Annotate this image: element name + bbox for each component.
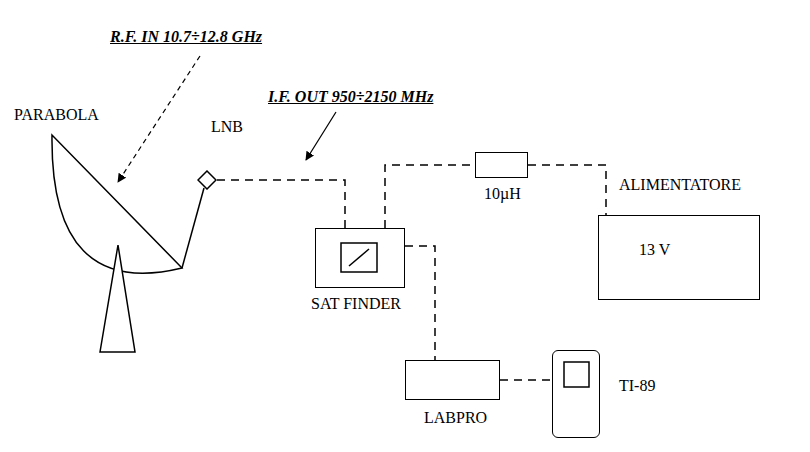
sat-finder-box: SAT FINDER <box>315 228 405 288</box>
part-name: PARABOLA <box>14 106 99 124</box>
leader-arrow <box>306 112 336 160</box>
node-label: TI-89 <box>619 377 655 395</box>
signal-label: I.F. OUT 950÷2150 MHz <box>268 88 433 106</box>
node-label: SAT FINDER <box>311 295 401 313</box>
feed-arm <box>182 188 204 268</box>
meter-symbol <box>340 242 380 274</box>
lnb-diamond: LNB <box>197 170 217 190</box>
tripod <box>100 245 135 352</box>
screen-symbol <box>563 361 591 389</box>
node-label: 10µH <box>484 185 521 203</box>
calculator-box: TI-89 <box>552 350 600 438</box>
cable <box>528 165 606 215</box>
leader-arrow <box>118 56 200 182</box>
cable <box>217 180 345 228</box>
node-label: LABPRO <box>424 409 487 427</box>
cable <box>385 165 475 228</box>
meter-needle <box>349 249 369 266</box>
signal-label: R.F. IN 10.7÷12.8 GHz <box>110 28 262 46</box>
cable <box>405 246 435 360</box>
meter-frame <box>341 243 377 272</box>
node-label: ALIMENTATORE <box>619 176 741 194</box>
node-label: LNB <box>211 118 243 136</box>
edge-group <box>217 165 606 380</box>
lnb-symbol <box>198 171 216 189</box>
value-text: 13 V <box>639 241 670 259</box>
power-supply-box: ALIMENTATORE13 V <box>598 215 760 300</box>
cable <box>500 379 552 381</box>
labpro-box: LABPRO <box>405 360 500 400</box>
diamond-outline <box>197 170 217 190</box>
screen-frame <box>564 362 589 387</box>
inductor-box: 10µH <box>475 152 528 178</box>
